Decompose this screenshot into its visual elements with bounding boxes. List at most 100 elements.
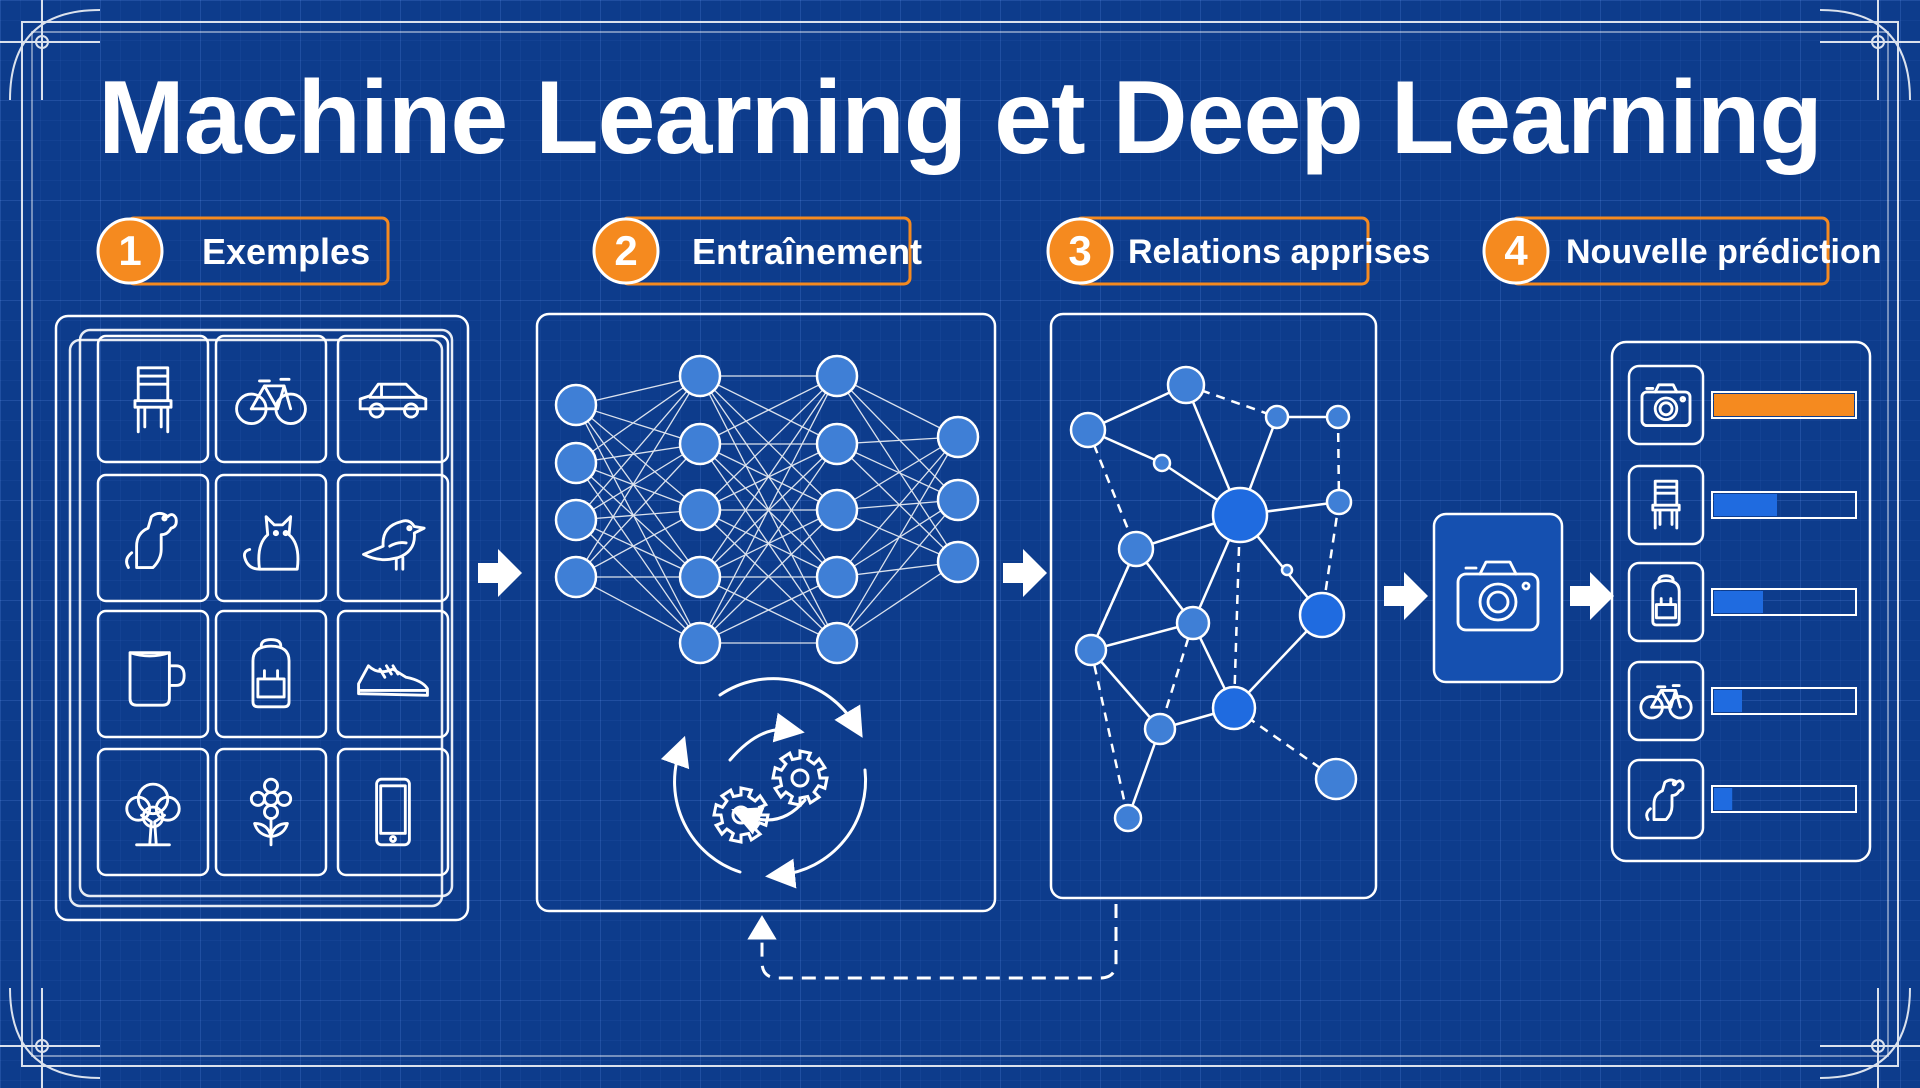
relations-panel <box>1049 312 1378 900</box>
network-edge <box>836 443 959 563</box>
confidence-bar-track <box>1711 588 1857 616</box>
network-edge <box>575 404 701 578</box>
example-tile <box>96 473 210 603</box>
network-edge <box>836 436 959 644</box>
relation-node <box>1325 488 1353 516</box>
confidence-bar-fill <box>1714 591 1763 613</box>
step-4-badge <box>1482 217 1550 285</box>
network-edge <box>575 462 701 644</box>
page-title: Machine Learning et Deep Learning <box>98 60 1823 176</box>
confidence-bar-fill <box>1714 394 1854 416</box>
network-nodes <box>554 354 980 665</box>
step-3-badge <box>1046 217 1114 285</box>
network-edges <box>575 375 959 644</box>
step-4-label: Nouvelle prédiction <box>1566 233 1882 271</box>
network-edge <box>575 519 701 644</box>
mug-icon <box>128 651 186 707</box>
network-edge <box>836 443 959 501</box>
network-edge <box>575 404 701 445</box>
example-tile <box>336 609 450 739</box>
relation-node <box>1175 605 1211 641</box>
network-node <box>815 422 859 466</box>
backpack-icon <box>1651 574 1681 627</box>
camera-icon <box>1456 560 1540 632</box>
network-edge <box>575 509 701 578</box>
network-edge <box>575 462 701 578</box>
network-node <box>815 621 859 665</box>
relation-node <box>1298 591 1346 639</box>
network-edge <box>575 519 701 578</box>
network-edge <box>699 375 838 511</box>
input-image-panel <box>1432 512 1564 684</box>
relation-edge-dashed <box>1320 501 1341 616</box>
step-1-badge <box>96 217 164 285</box>
step-2-label: Entraînement <box>692 231 923 272</box>
network-edge <box>575 404 701 644</box>
step-4-number: 4 <box>1504 227 1528 274</box>
network-edge <box>575 443 701 521</box>
network-node <box>678 488 722 532</box>
network-edge <box>575 375 701 578</box>
relation-node <box>1264 404 1290 430</box>
step-1-number: 1 <box>118 227 142 274</box>
relation-node <box>1152 453 1172 473</box>
graph-edges <box>1086 383 1341 819</box>
example-tile <box>96 609 210 739</box>
feedback-loop <box>747 904 1118 980</box>
step-3-number: 3 <box>1068 227 1092 274</box>
relation-edge-dashed <box>1089 649 1130 819</box>
step-2-badge <box>592 217 660 285</box>
examples-panel <box>54 314 470 922</box>
chair-icon <box>133 366 173 434</box>
network-node <box>554 555 598 599</box>
network-edge <box>836 436 959 578</box>
bird-icon <box>362 519 426 571</box>
relation-node <box>1280 563 1294 577</box>
example-tile <box>336 334 450 464</box>
network-edge <box>575 462 701 511</box>
network-node <box>815 354 859 398</box>
network-edge <box>699 375 838 578</box>
relation-edge-dashed <box>1158 622 1195 730</box>
network-edge <box>575 375 701 464</box>
dog-icon <box>125 511 178 569</box>
network-node <box>678 354 722 398</box>
network-node <box>936 478 980 522</box>
training-cycle-icon <box>660 677 868 889</box>
network-edge <box>699 375 838 644</box>
relation-node <box>1117 530 1155 568</box>
network-node <box>815 555 859 599</box>
network-edge <box>836 499 959 644</box>
network-edge <box>836 375 959 563</box>
relation-edge-dashed <box>1086 429 1138 550</box>
confidence-bar-track <box>1711 491 1857 519</box>
confidence-bar-fill <box>1714 788 1733 810</box>
example-tile <box>96 747 210 877</box>
network-node <box>936 415 980 459</box>
confidence-bar-track <box>1711 391 1857 419</box>
network-node <box>678 422 722 466</box>
chair-icon <box>1651 479 1681 530</box>
dog-icon <box>1645 778 1685 822</box>
example-tile <box>336 747 450 877</box>
smartphone-icon <box>375 777 411 847</box>
relation-node <box>1211 486 1269 544</box>
car-icon <box>358 382 428 419</box>
prediction-icon-frame <box>1627 464 1705 546</box>
network-edge <box>836 509 959 563</box>
sneaker-icon <box>357 664 429 697</box>
examples-grid <box>96 334 450 877</box>
network-edge <box>836 499 959 578</box>
relation-node <box>1166 365 1206 405</box>
network-edge <box>836 375 959 438</box>
example-tile <box>214 473 328 603</box>
prediction-rows <box>1627 364 1857 840</box>
gears-icon <box>712 749 829 844</box>
relation-edge-dashed <box>1232 514 1242 709</box>
step-3-label: Relations apprises <box>1128 233 1431 271</box>
prediction-icon-frame <box>1627 660 1705 742</box>
network-node <box>554 441 598 485</box>
